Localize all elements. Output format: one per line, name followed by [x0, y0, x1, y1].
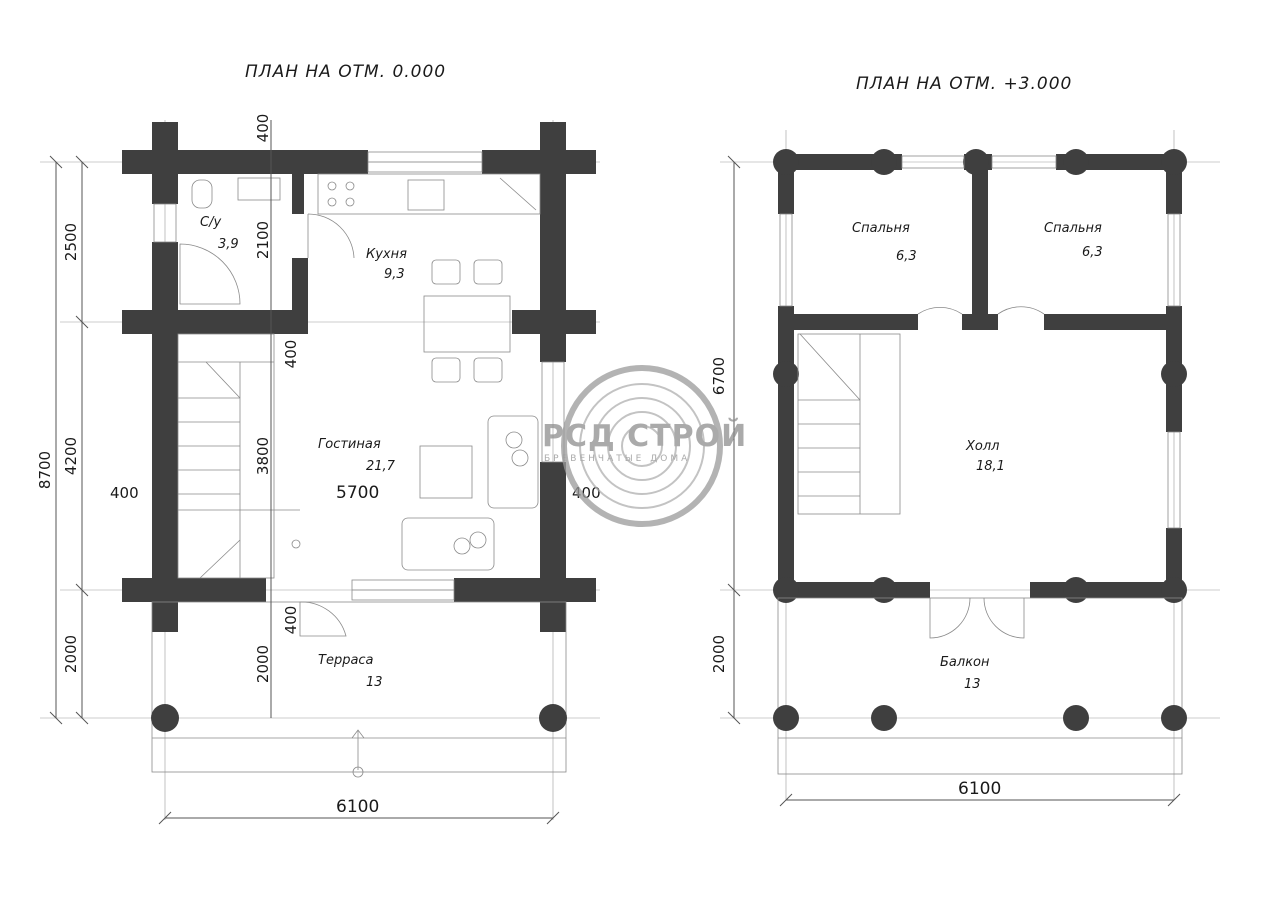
- dim-segment-top: 2500: [62, 223, 80, 261]
- dim-wall-mid: 400: [282, 340, 300, 369]
- room-name-hall: Холл: [965, 439, 999, 454]
- watermark-tagline: БРЕВЕНЧАТЫЕ ДОМА: [544, 454, 690, 464]
- ground-floor-title: ПЛАН НА ОТМ. 0.000: [245, 62, 446, 82]
- kitchen-fixtures: [307, 173, 541, 383]
- living-furniture: [401, 415, 539, 571]
- room-area-bedroom-1: 6,3: [896, 249, 917, 264]
- log-rings-logo: [561, 365, 723, 527]
- upper-floor-plan: ПЛАН НА ОТМ. +3.000: [710, 74, 1220, 807]
- upper-walls: [773, 149, 1187, 603]
- dim-segment-bottom: 2000: [62, 635, 80, 673]
- upper-windows: [779, 155, 1181, 529]
- ground-dimension-lines: [49, 120, 560, 825]
- ground-windows: [153, 151, 565, 601]
- upper-floor-title: ПЛАН НА ОТМ. +3.000: [856, 74, 1072, 94]
- watermark-brand: РСД СТРОЙ: [542, 418, 747, 454]
- room-name-bedroom-1: Спальня: [852, 221, 910, 236]
- upper-dimension-lines: [727, 155, 1181, 807]
- room-area-terrace: 13: [366, 675, 383, 690]
- dim-wall-top: 400: [254, 114, 272, 143]
- room-area-bedroom-2: 6,3: [1082, 245, 1103, 260]
- dim-terrace-depth: 2000: [254, 645, 272, 683]
- dim-total-width: 6100: [336, 797, 379, 817]
- upper-axis-lines: [720, 130, 1220, 800]
- bathroom-fixtures: [179, 177, 281, 305]
- room-name-balcony: Балкон: [940, 655, 990, 670]
- dim-wall-bottom: 400: [282, 606, 300, 635]
- room-name-bedroom-2: Спальня: [1044, 221, 1102, 236]
- room-area-balcony: 13: [964, 677, 981, 692]
- room-area-bathroom: 3,9: [218, 237, 239, 252]
- dim-stair-depth: 3800: [254, 437, 272, 475]
- balcony-outline: [773, 597, 1187, 775]
- dim-total-height: 8700: [36, 451, 54, 489]
- ground-floor-plan: ПЛАН НА ОТМ. 0.000: [36, 62, 601, 825]
- room-name-bathroom: С/у: [200, 215, 221, 230]
- room-area-living: 21,7: [366, 459, 396, 474]
- upper-stairs: [797, 333, 901, 515]
- dim-upper-total-width: 6100: [958, 779, 1001, 799]
- room-name-kitchen: Кухня: [366, 247, 407, 262]
- dim-bath-depth: 2100: [254, 221, 272, 259]
- ground-walls: [122, 122, 596, 632]
- room-name-terrace: Терраса: [318, 653, 374, 668]
- dim-inner-width: 5700: [336, 483, 379, 503]
- dim-segment-mid: 4200: [62, 437, 80, 475]
- ground-stairs: [177, 333, 301, 579]
- room-name-living: Гостиная: [318, 437, 381, 452]
- dim-wall-left: 400: [110, 484, 139, 502]
- dim-upper-height-balcony: 2000: [710, 635, 728, 673]
- dim-upper-height-main: 6700: [710, 357, 728, 395]
- brand-watermark: РСД СТРОЙ БРЕВЕНЧАТЫЕ ДОМА: [542, 365, 747, 527]
- room-area-kitchen: 9,3: [384, 267, 405, 282]
- ground-axis-lines: [40, 120, 600, 820]
- terrace-outline: [151, 601, 567, 778]
- room-area-hall: 18,1: [976, 459, 1005, 474]
